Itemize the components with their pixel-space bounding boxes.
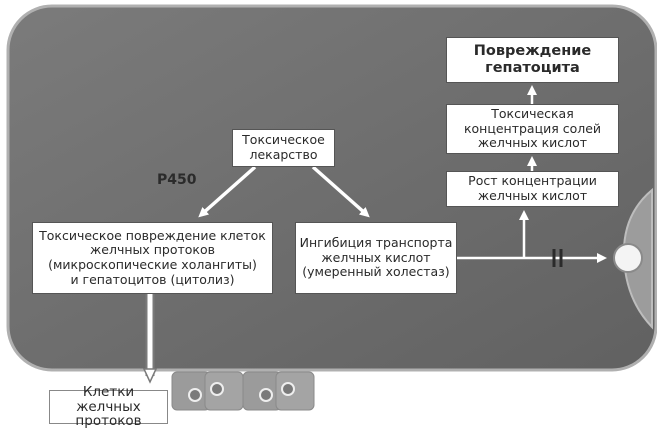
bile-duct-cells-text: Клетки желчных протоков [75,383,142,429]
toxic-concentration-box: Токсическая концентрация солей желчных к… [446,104,619,154]
concentration-growth-box: Рост концентрации желчных кислот [446,171,619,207]
duct-damage-text: Токсическое повреждение клеток желчных п… [39,227,266,287]
concentration-growth-text: Рост концентрации желчных кислот [468,173,597,203]
duct-damage-box: Токсическое повреждение клеток желчных п… [32,222,273,294]
transport-inhibition-box: Ингибиция транспорта желчных кислот (уме… [295,222,457,294]
toxic-concentration-text: Токсическая концентрация солей желчных к… [463,105,602,151]
hepatocyte-damage-text: Повреждение гепатоцита [473,42,592,76]
bile-duct-cells-label: Клетки желчных протоков [49,384,168,429]
transporter-icon [613,243,643,273]
toxic-drug-box: Токсическое лекарство [232,129,335,167]
transport-inhibition-text: Ингибиция транспорта желчных кислот (уме… [299,234,453,280]
bile-duct-cells [171,371,315,411]
hepatocyte-damage-box: Повреждение гепатоцита [446,37,619,83]
arrow-drug-to-inhibition [311,165,370,218]
toxic-drug-text: Токсическое лекарство [242,132,325,162]
enzyme-label: P450 [157,172,197,188]
arrow-drug-to-damage [198,165,257,218]
block-mark-icon [552,249,563,267]
